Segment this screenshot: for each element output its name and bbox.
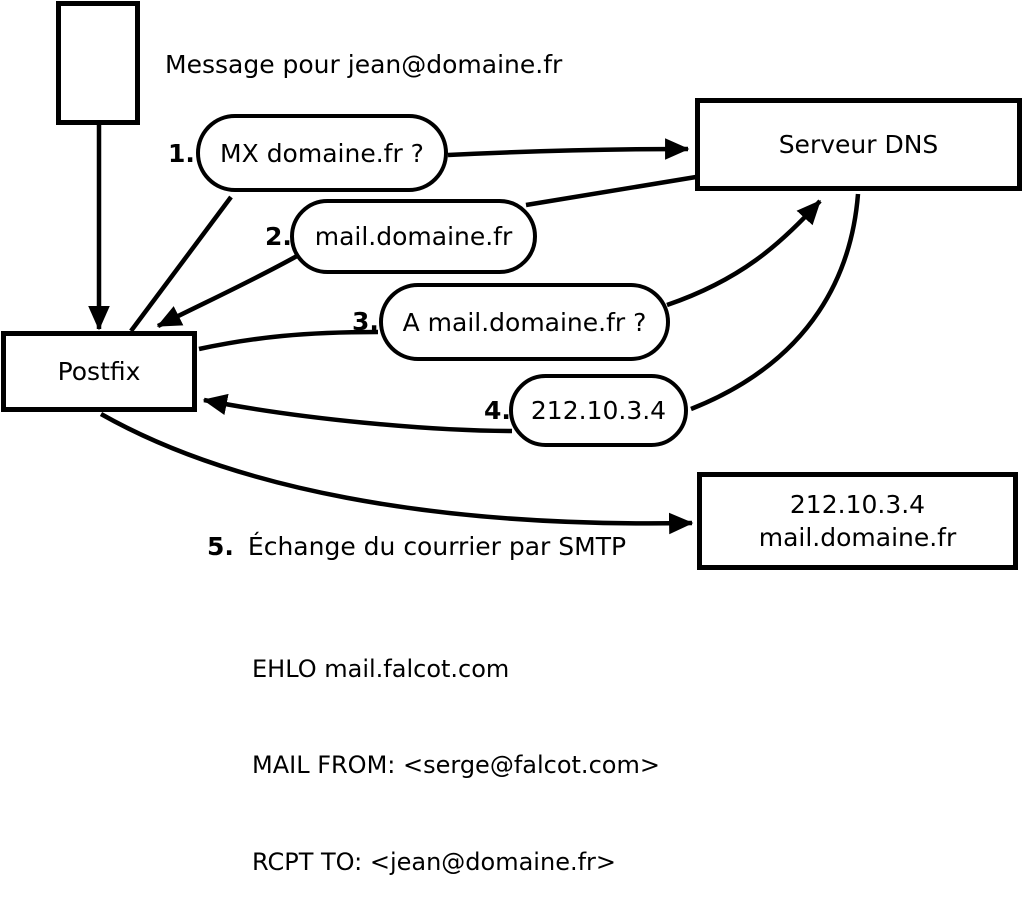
smtp-line: RCPT TO: <jean@domaine.fr> <box>252 848 617 877</box>
step5-label: Échange du courrier par SMTP <box>247 532 627 561</box>
dns-to-answer4-line <box>690 193 861 412</box>
smtp-line: MAIL FROM: <serge@falcot.com> <box>252 751 660 780</box>
query-pill-a-record: A mail.domaine.fr ? <box>379 283 670 361</box>
postfix-to-query1-line <box>129 195 233 333</box>
dns-label: Serveur DNS <box>778 130 939 159</box>
message-label: Message pour jean@domaine.fr <box>165 50 563 79</box>
query-a-record-label: A mail.domaine.fr ? <box>402 307 647 337</box>
query-pill-mx: MX domaine.fr ? <box>196 114 448 192</box>
answer-mailhost-label: mail.domaine.fr <box>314 222 513 251</box>
answer-pill-ip: 212.10.3.4 <box>509 374 688 447</box>
step5-caption: 5. Échange du courrier par SMTP <box>207 530 626 563</box>
destination-hostname: mail.domaine.fr <box>758 523 957 552</box>
message-document <box>56 1 140 125</box>
smtp-line: EHLO mail.falcot.com <box>252 654 510 683</box>
step-number-3: 3. <box>352 307 379 336</box>
postfix-label: Postfix <box>57 357 141 386</box>
query-mx-label: MX domaine.fr ? <box>220 138 424 168</box>
destination-server-box: 212.10.3.4 mail.domaine.fr <box>697 472 1018 570</box>
step-number-4: 4. <box>484 396 511 425</box>
step-number-5: 5. <box>207 532 234 561</box>
answer-ip-label: 212.10.3.4 <box>530 396 667 425</box>
answer-pill-mailhost: mail.domaine.fr <box>290 199 537 274</box>
smtp-session-transcript: EHLO mail.falcot.com MAIL FROM: <serge@f… <box>252 588 660 919</box>
smtp-exchange-arrow <box>99 412 694 535</box>
dns-server-box: Serveur DNS <box>695 98 1022 191</box>
dns-to-answer2-line <box>525 174 697 208</box>
query3-to-dns-arrow <box>666 199 822 308</box>
step-number-2: 2. <box>265 222 292 251</box>
postfix-box: Postfix <box>1 331 197 412</box>
destination-ip: 212.10.3.4 <box>789 490 926 519</box>
answer2-to-postfix-arrow <box>156 254 299 329</box>
query1-to-dns-arrow <box>447 138 690 160</box>
answer4-to-postfix-arrow <box>202 393 513 434</box>
postfix-to-query3-line <box>198 329 379 352</box>
step-number-1: 1. <box>168 139 195 168</box>
